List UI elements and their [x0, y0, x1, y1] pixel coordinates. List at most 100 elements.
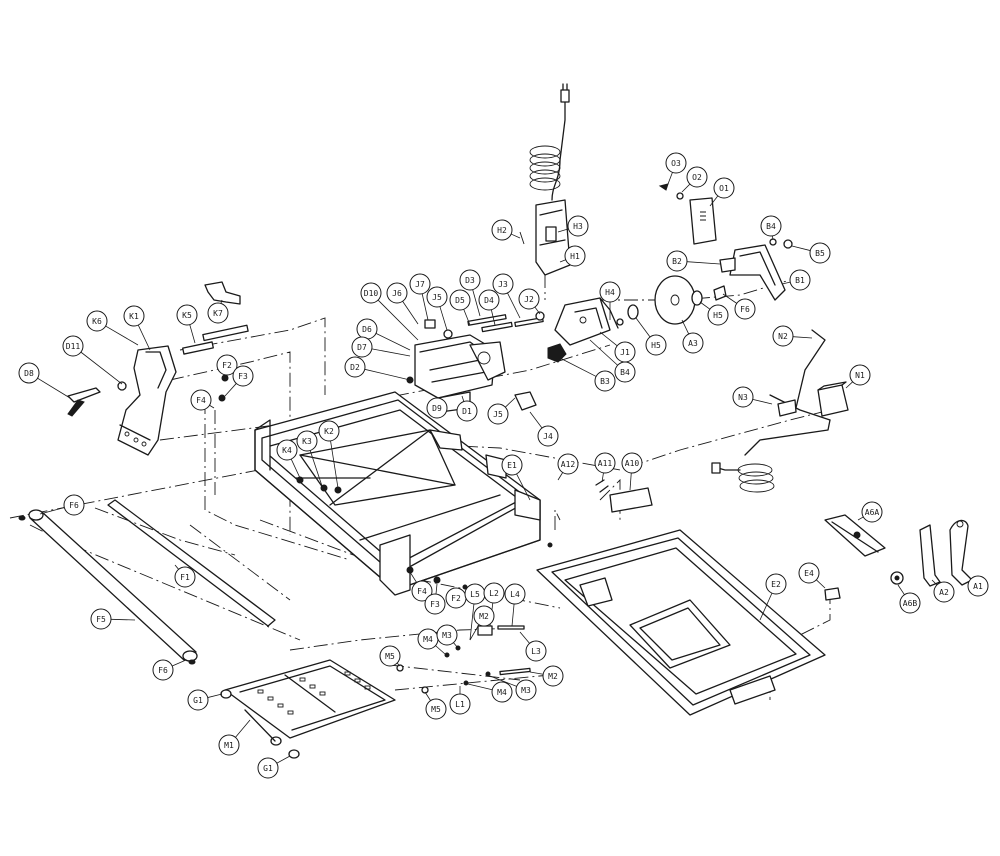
leader-line	[330, 440, 339, 489]
callout-text: F2	[451, 594, 461, 603]
callout-circle	[456, 400, 478, 422]
leader-line	[681, 319, 690, 335]
callout-k3: K3	[296, 430, 323, 487]
leader-line	[816, 579, 826, 589]
leader-line	[463, 309, 471, 326]
leader-line	[453, 642, 459, 649]
callout-text: F6	[740, 305, 750, 314]
callout-circle	[63, 494, 85, 516]
callout-circle	[772, 325, 794, 347]
leader-line	[507, 292, 521, 319]
callout-labels: O3O2O1H3H2H1B4B5B2B1H5F6A3H5H4J1B3B4J2J3…	[18, 152, 989, 779]
callout-a6b: A6B	[897, 584, 921, 614]
carriage-table-m1	[220, 659, 396, 759]
callout-d6: D6	[356, 318, 411, 351]
callout-k2: K2	[318, 420, 340, 489]
callout-j2: J2	[518, 288, 541, 315]
callout-text: F3	[238, 372, 248, 381]
leader-line	[759, 592, 773, 621]
leader-line	[772, 235, 774, 241]
callout-j6: J6	[386, 282, 419, 325]
callout-circle	[557, 453, 579, 475]
callout-b4a: B4	[760, 215, 782, 241]
callout-o3: O3	[665, 152, 687, 185]
leader-line	[629, 472, 632, 491]
leader-line	[110, 618, 136, 621]
callout-circle	[861, 501, 883, 523]
callout-a10: A10	[621, 452, 643, 491]
callout-text: B4	[620, 368, 630, 377]
leader-line	[472, 289, 481, 317]
leader-line	[172, 659, 187, 667]
leader-line	[529, 411, 543, 429]
callout-k4: K4	[276, 439, 301, 479]
leader-line	[424, 691, 431, 701]
callout-text: N1	[855, 371, 865, 380]
callout-circle	[207, 302, 229, 324]
leader-line	[505, 397, 516, 408]
callout-text: D3	[465, 276, 475, 285]
leader-line	[667, 172, 673, 185]
callout-text: D5	[455, 296, 465, 305]
callout-text: F6	[69, 501, 79, 510]
callout-text: E4	[804, 569, 814, 578]
leader-line	[421, 293, 429, 321]
callout-text: A2	[939, 588, 949, 597]
callout-j5b: J5	[487, 397, 516, 425]
callout-circle	[152, 659, 174, 681]
callout-text: H5	[651, 341, 661, 350]
callout-text: M4	[497, 688, 507, 697]
callout-text: J3	[498, 280, 508, 289]
callout-text: J5	[432, 293, 442, 302]
callout-circle	[426, 286, 448, 308]
callout-circle	[537, 425, 559, 447]
callout-text: K1	[129, 312, 139, 321]
callout-circle	[176, 304, 198, 326]
callout-circle	[257, 757, 279, 779]
callout-text: D1	[462, 407, 472, 416]
bracket-k7	[204, 281, 241, 305]
callout-circle	[436, 624, 458, 646]
callout-text: J7	[415, 280, 425, 289]
callout-m1: M1	[218, 719, 251, 756]
callout-o1: O1	[709, 177, 735, 207]
leader-line	[235, 719, 251, 738]
callout-a1: A1	[967, 575, 989, 597]
callout-text: K4	[282, 446, 292, 455]
callout-text: N2	[778, 332, 788, 341]
leader-line	[931, 579, 938, 586]
callout-m5b: M5	[424, 691, 447, 720]
leader-line	[490, 309, 496, 326]
callout-text: A1	[973, 582, 983, 591]
callout-text: D7	[357, 343, 367, 352]
callout-circle	[594, 370, 616, 392]
callout-circle	[707, 304, 729, 326]
leader-line	[511, 603, 515, 627]
leader-line	[709, 195, 719, 207]
callout-d7: D7	[351, 336, 411, 358]
callout-text: K5	[182, 311, 192, 320]
callout-circle	[425, 698, 447, 720]
leader-line	[635, 317, 651, 338]
callout-text: H1	[570, 252, 580, 261]
callout-circle	[734, 298, 756, 320]
callout-circle	[318, 420, 340, 442]
callout-g1a: G1	[187, 689, 223, 711]
callout-circle	[525, 640, 547, 662]
callout-h4: H4	[599, 281, 621, 320]
callout-circle	[232, 365, 254, 387]
callout-text: M2	[548, 672, 558, 681]
water-tray-e2	[536, 529, 826, 716]
callout-h2: H2	[491, 219, 521, 241]
callout-j1: J1	[599, 331, 636, 363]
callout-l1: L1	[449, 686, 471, 715]
callout-text: O3	[671, 159, 681, 168]
leader-line	[792, 336, 813, 339]
leader-line	[396, 662, 401, 667]
tools-a1-a2-a6	[824, 514, 973, 601]
blade-a3	[627, 275, 727, 325]
leader-line	[220, 299, 223, 304]
callout-m3a: M3	[436, 624, 459, 649]
callout-circle	[190, 389, 212, 411]
leader-line	[845, 381, 853, 389]
